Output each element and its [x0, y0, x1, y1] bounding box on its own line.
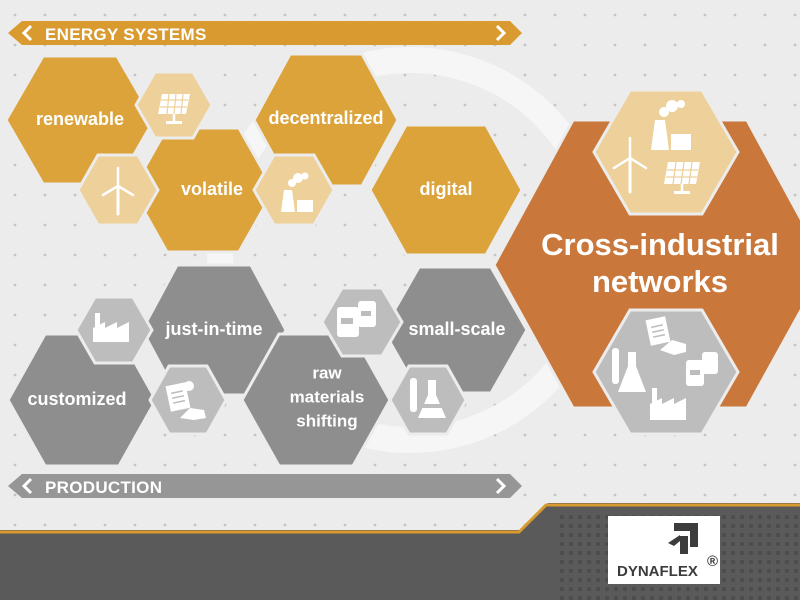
hex-cross-industrial — [492, 118, 800, 410]
network-production-icon-hex — [592, 308, 740, 436]
network-title-line-2: networks — [592, 264, 728, 299]
solar-panel-icon — [158, 93, 190, 124]
label-digital: digital — [420, 179, 473, 199]
label-materials: materials — [290, 387, 365, 406]
energy-systems-banner: ENERGY SYSTEMS — [8, 21, 522, 45]
production-banner: PRODUCTION — [8, 474, 522, 498]
material-bags-icon — [686, 352, 718, 386]
label-small-scale: small-scale — [408, 319, 505, 339]
label-customized: customized — [27, 389, 126, 409]
solar-icon-hex — [134, 70, 214, 140]
network-title-line-1: Cross-industrial — [541, 227, 779, 262]
production-label: PRODUCTION — [45, 478, 162, 497]
energy-systems-label: ENERGY SYSTEMS — [45, 25, 207, 44]
label-renewable: renewable — [36, 109, 124, 129]
factory-icon — [650, 388, 686, 420]
power-plant-icon — [651, 100, 691, 150]
hex-digital — [368, 123, 524, 257]
documents-icon — [645, 316, 686, 355]
documents-icon-hex — [148, 364, 228, 436]
label-raw: raw — [312, 363, 342, 382]
power-plant-icon — [281, 172, 313, 212]
material-bags-icon — [337, 301, 376, 337]
factory-icon-hex — [74, 295, 154, 365]
lab-flasks-icon — [410, 378, 446, 418]
solar-panel-icon — [664, 161, 700, 194]
lab-flasks-icon — [612, 348, 646, 392]
label-volatile: volatile — [181, 179, 243, 199]
factory-icon — [93, 313, 129, 342]
flasks-icon-hex — [388, 364, 468, 436]
dynaflex-logo: DYNAFLEX ® — [608, 516, 720, 584]
documents-icon — [165, 381, 206, 420]
wind-turbine-icon — [101, 166, 135, 216]
network-energy-icon-hex — [592, 88, 740, 216]
brand-registered: ® — [707, 553, 718, 570]
hex-decentralized — [252, 52, 400, 188]
bags-icon-hex — [320, 286, 404, 358]
power-plant-icon-hex — [252, 153, 336, 227]
wind-icon-hex — [76, 153, 160, 227]
wind-turbine-icon — [612, 136, 648, 194]
label-decentralized: decentralized — [268, 108, 383, 128]
dynaflex-logo-mark — [668, 523, 698, 554]
brand-name: DYNAFLEX — [617, 563, 698, 580]
label-shifting: shifting — [296, 411, 357, 430]
label-just-in-time: just-in-time — [165, 319, 263, 339]
